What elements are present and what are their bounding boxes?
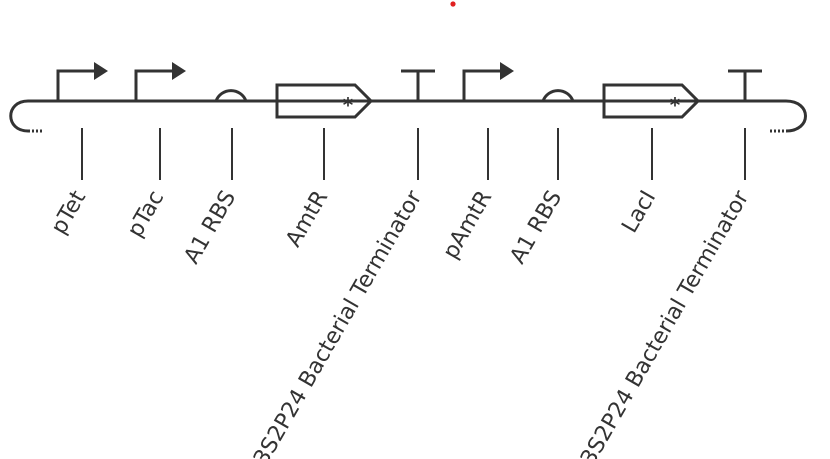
- cds-asterisk-icon: *: [343, 93, 354, 117]
- part-promoter-ptac: pTac: [123, 62, 186, 242]
- promoter-arrow-icon: [462, 69, 502, 101]
- part-cds-laci: * LacI: [602, 83, 701, 238]
- accent-dot: [450, 1, 456, 7]
- rbs-semicircle-icon: [541, 89, 575, 102]
- part-rbs-a1-2: A1 RBS: [506, 89, 575, 269]
- part-label: LacI: [617, 187, 661, 238]
- part-terminator-1: L3S2P24 Bacterial Terminator: [243, 69, 435, 459]
- terminator-t-icon: [401, 69, 435, 101]
- cds-pentagon-icon: [602, 83, 701, 119]
- part-label: A1 RBS: [180, 187, 242, 269]
- part-terminator-2: L3S2P24 Bacterial Terminator: [570, 69, 762, 459]
- promoter-arrowhead-icon: [172, 62, 186, 80]
- promoter-arrow-icon: [134, 69, 174, 101]
- promoter-arrowhead-icon: [500, 62, 514, 80]
- promoter-arrowhead-icon: [94, 62, 108, 80]
- part-promoter-ptet: pTet: [47, 62, 108, 239]
- part-cds-amtr: * AmtR: [275, 83, 374, 252]
- part-label: pTac: [123, 187, 169, 242]
- part-label: pAmtR: [438, 187, 497, 264]
- part-label: L3S2P24 Bacterial Terminator: [570, 186, 755, 459]
- terminator-t-icon: [728, 69, 762, 101]
- part-label: L3S2P24 Bacterial Terminator: [243, 186, 428, 459]
- cds-asterisk-icon: *: [670, 93, 681, 117]
- part-label: AmtR: [281, 187, 333, 252]
- part-promoter-pamtr: pAmtR: [438, 62, 514, 263]
- part-label: pTet: [47, 186, 92, 239]
- cds-pentagon-icon: [275, 83, 374, 119]
- part-label: A1 RBS: [506, 187, 568, 269]
- promoter-arrow-icon: [56, 69, 96, 101]
- dna-backbone: [9, 99, 807, 133]
- part-rbs-a1: A1 RBS: [180, 89, 248, 269]
- rbs-semicircle-icon: [214, 89, 248, 102]
